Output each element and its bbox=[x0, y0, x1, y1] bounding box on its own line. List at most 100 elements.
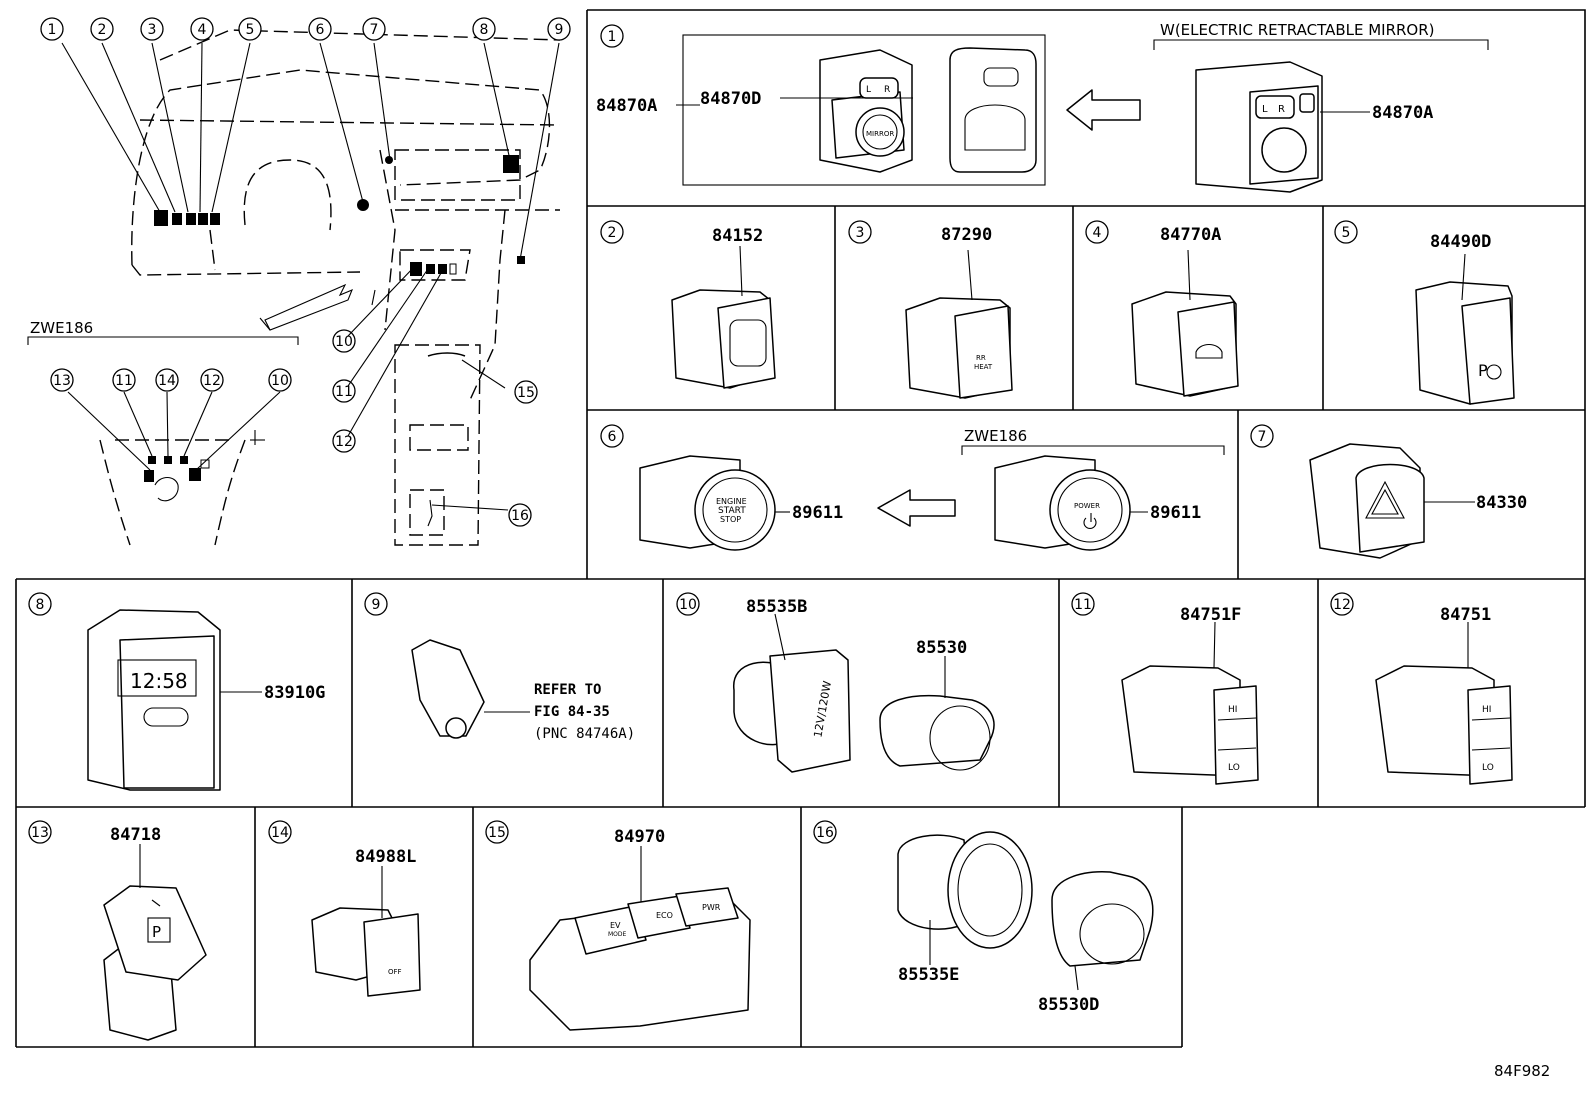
callout-label: 1 bbox=[608, 29, 617, 45]
callout-number: 8 bbox=[28, 592, 52, 616]
callout-label: 5 bbox=[246, 22, 255, 38]
overview-markers bbox=[144, 155, 525, 482]
part-number: 85530 bbox=[916, 638, 967, 658]
panel-11 bbox=[1121, 621, 1259, 785]
callout-circle bbox=[308, 17, 332, 41]
callout-number: 4 bbox=[190, 17, 214, 41]
callout-number: 11 bbox=[1071, 592, 1095, 616]
switch-label: MODE bbox=[608, 931, 627, 938]
callout-number: 13 bbox=[28, 820, 52, 844]
clock-display: 12:58 bbox=[130, 669, 188, 693]
part-number: 84751 bbox=[1440, 605, 1491, 625]
callout-circle bbox=[600, 424, 624, 448]
callout-label: 10 bbox=[271, 373, 289, 389]
switch-label: P bbox=[1478, 361, 1488, 380]
callout-label: 16 bbox=[816, 825, 834, 841]
part-number: 84988L bbox=[355, 847, 416, 867]
panel-15 bbox=[529, 846, 751, 1031]
callout-circle bbox=[50, 368, 74, 392]
callout-number: 10 bbox=[676, 592, 700, 616]
callout-number: 1 bbox=[600, 24, 624, 48]
part-number: 83910G bbox=[264, 683, 325, 703]
callout-number: 12 bbox=[1330, 592, 1354, 616]
panel-10 bbox=[733, 613, 995, 773]
callout-label: 3 bbox=[148, 22, 157, 38]
callout-label: 2 bbox=[608, 225, 617, 241]
callout-circle bbox=[364, 592, 388, 616]
panel-6-variant-label: ZWE186 bbox=[964, 427, 1027, 445]
callout-number: 13 bbox=[50, 368, 74, 392]
callout-number: 16 bbox=[508, 503, 532, 527]
part-number: 89611 bbox=[1150, 503, 1201, 523]
part-number: 84718 bbox=[110, 825, 161, 845]
callout-label: 5 bbox=[1342, 225, 1351, 241]
callout-circle bbox=[90, 17, 114, 41]
variant-overview bbox=[27, 336, 299, 546]
callout-circle bbox=[848, 220, 872, 244]
callout-circle bbox=[813, 820, 837, 844]
callout-label: 1 bbox=[48, 22, 57, 38]
callout-number: 6 bbox=[308, 17, 332, 41]
callout-label: 3 bbox=[856, 225, 865, 241]
callout-circle bbox=[676, 592, 700, 616]
panel-9 bbox=[411, 639, 530, 739]
callout-label: 14 bbox=[271, 825, 289, 841]
switch-label: ECO bbox=[656, 911, 673, 920]
panel-13 bbox=[103, 844, 207, 1041]
callout-label: 10 bbox=[335, 334, 353, 350]
refer-line: (PNC 84746A) bbox=[534, 726, 635, 742]
panel-8 bbox=[87, 609, 262, 791]
callout-circle bbox=[332, 429, 356, 453]
callout-number: 11 bbox=[332, 379, 356, 403]
callout-label: 2 bbox=[98, 22, 107, 38]
callout-number: 6 bbox=[600, 424, 624, 448]
callout-label: 12 bbox=[335, 434, 353, 450]
callout-number: 2 bbox=[90, 17, 114, 41]
callout-label: 4 bbox=[1093, 225, 1102, 241]
callout-number: 9 bbox=[547, 17, 571, 41]
part-number: 84870A bbox=[596, 96, 657, 116]
callout-circle bbox=[600, 220, 624, 244]
callout-label: 6 bbox=[316, 22, 325, 38]
callout-circle bbox=[1250, 424, 1274, 448]
part-number: 87290 bbox=[941, 225, 992, 245]
switch-label: ENGINE bbox=[716, 497, 747, 506]
part-number: 84870A bbox=[1372, 103, 1433, 123]
callout-circle bbox=[155, 368, 179, 392]
part-number: 84870D bbox=[700, 89, 761, 109]
switch-label: R bbox=[884, 85, 890, 95]
callout-label: 7 bbox=[1258, 429, 1267, 445]
callout-number: 12 bbox=[332, 429, 356, 453]
callout-circle bbox=[547, 17, 571, 41]
callout-circle bbox=[1085, 220, 1109, 244]
callout-circle bbox=[268, 820, 292, 844]
callout-circle bbox=[1071, 592, 1095, 616]
callout-label: 13 bbox=[31, 825, 49, 841]
callout-number: 5 bbox=[238, 17, 262, 41]
callout-circle bbox=[238, 17, 262, 41]
switch-label: MIRROR bbox=[866, 130, 894, 138]
callout-label: 12 bbox=[203, 373, 221, 389]
callout-circle bbox=[112, 368, 136, 392]
part-number: 84490D bbox=[1430, 232, 1491, 252]
panel-16 bbox=[897, 831, 1154, 991]
callout-circle bbox=[28, 592, 52, 616]
callout-circle bbox=[362, 17, 386, 41]
panel-4 bbox=[1131, 249, 1239, 397]
callout-label: 10 bbox=[679, 597, 697, 613]
overview-variant-label: ZWE186 bbox=[30, 319, 93, 337]
panel-3 bbox=[905, 249, 1013, 399]
switch-label: L bbox=[1262, 104, 1268, 115]
callout-label: 11 bbox=[1074, 597, 1092, 613]
callout-label: 12 bbox=[1333, 597, 1351, 613]
panel-14 bbox=[311, 866, 421, 997]
callout-label: 11 bbox=[115, 373, 133, 389]
callout-number: 11 bbox=[112, 368, 136, 392]
switch-label: LO bbox=[1482, 763, 1494, 773]
callout-circle bbox=[1334, 220, 1358, 244]
dashboard-overview bbox=[131, 29, 561, 546]
part-number: 85530D bbox=[1038, 995, 1099, 1015]
part-number: 84770A bbox=[1160, 225, 1221, 245]
